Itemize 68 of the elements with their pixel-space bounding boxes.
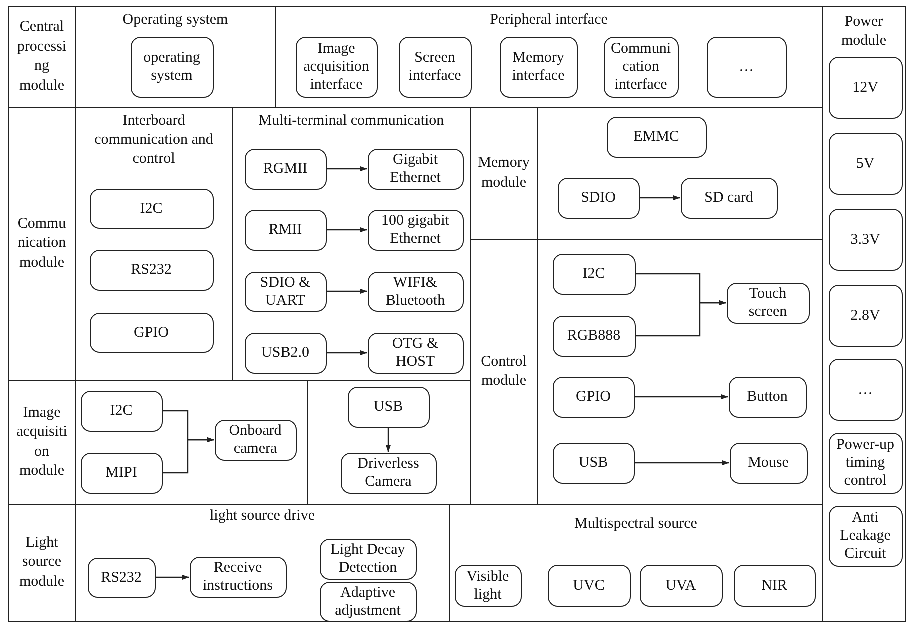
interface-box: RGMII bbox=[244, 148, 326, 190]
interface-box: I2C bbox=[552, 254, 636, 294]
interface-box: Driverless Camera bbox=[340, 452, 436, 494]
interface-box: Button bbox=[728, 376, 806, 418]
interface-box: Receive instructions bbox=[190, 556, 286, 598]
interface-box: MIPI bbox=[80, 452, 162, 494]
interface-box: operating system bbox=[130, 36, 214, 98]
interface-box: Adaptive adjustment bbox=[320, 582, 416, 622]
panel-title: Interboard communication and control bbox=[94, 112, 214, 168]
interface-box: USB2.0 bbox=[244, 332, 326, 374]
arrow bbox=[326, 228, 368, 232]
interface-box: RS232 bbox=[90, 250, 214, 290]
interface-box: Power-up timing control bbox=[828, 432, 902, 494]
interface-box: RGB888 bbox=[552, 316, 636, 356]
interface-box: SD card bbox=[680, 178, 778, 218]
arrow bbox=[640, 196, 680, 200]
arrow bbox=[156, 575, 190, 580]
interface-box: … bbox=[706, 36, 786, 98]
interface-box: RS232 bbox=[88, 558, 156, 598]
panel-title: light source drive bbox=[210, 507, 315, 526]
interface-box: GPIO bbox=[552, 376, 634, 418]
section-panel bbox=[822, 6, 906, 622]
interface-box: 12V bbox=[828, 56, 902, 118]
arrow bbox=[326, 166, 368, 172]
interface-box: WIFI& Bluetooth bbox=[368, 272, 464, 312]
interface-box: Communi cation interface bbox=[604, 36, 678, 98]
interface-box: NIR bbox=[734, 564, 816, 606]
panel-title: Peripheral interface bbox=[490, 11, 608, 30]
panel-title: Multi-terminal communication bbox=[258, 112, 444, 131]
interface-box: UVA bbox=[640, 564, 722, 606]
interface-box: 3.3V bbox=[828, 208, 902, 270]
interface-box: Mouse bbox=[730, 442, 808, 484]
interface-box: Visible light bbox=[454, 564, 522, 606]
arrow bbox=[162, 438, 214, 474]
interface-box: RMII bbox=[244, 210, 326, 250]
panel-title: Power module bbox=[840, 13, 888, 50]
module-label-cell: Central processi ng module bbox=[8, 6, 76, 108]
interface-box: I2C bbox=[80, 390, 162, 432]
interface-box: Onboard camera bbox=[214, 420, 296, 460]
interface-box: EMMC bbox=[606, 116, 706, 158]
interface-box: Screen interface bbox=[398, 36, 472, 98]
arrow bbox=[634, 394, 728, 400]
panel-title: Multispectral source bbox=[574, 515, 698, 534]
interface-box: UVC bbox=[548, 564, 630, 606]
interface-box: Memory interface bbox=[500, 36, 578, 98]
interface-box: SDIO bbox=[558, 178, 640, 218]
arrow bbox=[636, 300, 726, 337]
interface-box: Image acquisition interface bbox=[296, 36, 378, 98]
interface-box: 5V bbox=[828, 132, 902, 194]
panel-title: Operating system bbox=[122, 11, 228, 30]
arrow bbox=[326, 289, 368, 294]
arrow bbox=[326, 350, 368, 356]
interface-box: Touch screen bbox=[726, 282, 810, 324]
interface-box: Anti Leakage Circuit bbox=[828, 506, 902, 566]
interface-box: Light Decay Detection bbox=[320, 538, 416, 580]
interface-box: USB bbox=[552, 442, 634, 484]
interface-box: I2C bbox=[90, 188, 214, 228]
interface-box: GPIO bbox=[90, 312, 214, 352]
interface-box: 100 gigabit Ethernet bbox=[368, 210, 464, 250]
interface-box: … bbox=[828, 358, 902, 420]
interface-box: OTG & HOST bbox=[368, 332, 464, 374]
arrow bbox=[634, 460, 730, 466]
module-label-cell: Light source module bbox=[8, 504, 76, 622]
interface-box: SDIO & UART bbox=[244, 272, 326, 312]
interface-box: USB bbox=[348, 386, 430, 428]
interface-box: Gigabit Ethernet bbox=[368, 148, 464, 190]
arrow bbox=[386, 428, 391, 452]
interface-box: 2.8V bbox=[828, 284, 902, 346]
